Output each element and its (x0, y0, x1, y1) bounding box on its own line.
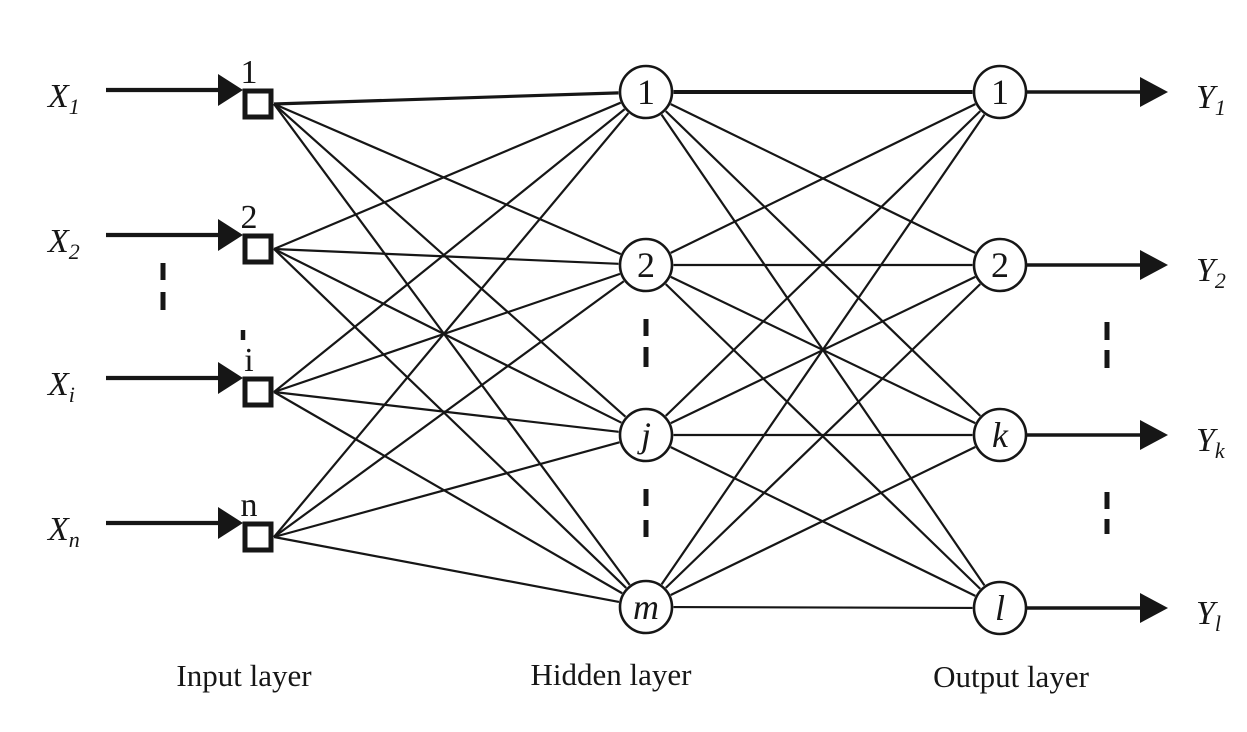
connection-input-hidden (273, 272, 621, 394)
output-signal-label: Y1 (1196, 79, 1226, 120)
output-node-group: 2 Y2 (972, 237, 1226, 293)
connection-input-hidden (273, 108, 626, 393)
output-node-circle (972, 64, 1028, 120)
output-node-group: l Yl (972, 580, 1221, 636)
input-node-square (242, 376, 274, 408)
input-signal-label: X2 (46, 223, 80, 264)
hidden-node-circle (618, 64, 674, 120)
connection-input-hidden (273, 441, 620, 539)
connection-input-hidden (273, 535, 620, 603)
output-layer: 1 Y1 2 Y2 k Yk l Yl (972, 64, 1226, 636)
output-node-label: 1 (991, 72, 1009, 112)
connection-input-hidden (273, 248, 622, 424)
input-signal-label: Xn (46, 511, 80, 552)
input-node-group: 1X1 (46, 54, 274, 120)
output-node-circle (972, 407, 1028, 463)
input-node-group: nXn (46, 487, 274, 553)
hidden-node-circle (618, 237, 674, 293)
connection-input-hidden (273, 248, 627, 589)
connection-input-hidden (273, 102, 622, 256)
input-node-square (242, 521, 274, 553)
connection-hidden-output (670, 103, 976, 254)
input-node-square (242, 88, 274, 120)
output-node-circle (972, 580, 1028, 636)
connections-hidden-output (660, 90, 986, 610)
input-node-label: 1 (241, 54, 258, 91)
output-node-group: 1 Y1 (972, 64, 1226, 120)
hidden-node-group: 2 (618, 237, 674, 293)
output-arrowhead-icon (1140, 250, 1168, 280)
hidden-node-group: 1 (618, 64, 674, 120)
output-signal-label: Yl (1196, 595, 1221, 636)
output-node-group: k Yk (972, 407, 1226, 463)
connection-input-hidden (273, 91, 619, 106)
connection-input-hidden (273, 103, 627, 418)
output-node-label: l (995, 588, 1005, 628)
connection-hidden-output (673, 605, 973, 610)
hidden-node-circle (618, 579, 674, 635)
input-node-label: 2 (241, 199, 258, 236)
output-node-label: k (992, 415, 1009, 455)
input-signal-label: X1 (46, 78, 80, 119)
output-node-label: 2 (991, 245, 1009, 285)
output-node-circle (972, 237, 1028, 293)
input-arrowhead-icon (218, 219, 243, 251)
layer-captions: Input layer Hidden layer Output layer (176, 657, 1089, 694)
connection-input-hidden (273, 112, 630, 538)
hidden-layer-caption: Hidden layer (531, 657, 693, 692)
input-node-square (242, 233, 274, 265)
input-arrowhead-icon (218, 507, 243, 539)
output-signal-label: Y2 (1196, 252, 1226, 293)
ellipsis-dashes (160, 263, 1110, 537)
output-arrowhead-icon (1140, 420, 1168, 450)
connection-input-hidden (273, 280, 625, 538)
output-arrowhead-icon (1140, 593, 1168, 623)
connections-input-hidden (273, 91, 631, 603)
input-node-group: 2X2 (46, 199, 274, 265)
connection-input-hidden (273, 391, 623, 595)
output-signal-label: Yk (1196, 422, 1226, 463)
hidden-node-label: j (637, 415, 651, 455)
connection-input-hidden (273, 103, 631, 586)
hidden-node-label: 1 (637, 72, 655, 112)
input-node-group: iXi (46, 342, 274, 408)
hidden-layer: 1 2 j m (618, 64, 674, 635)
connection-hidden-output (664, 110, 982, 417)
hidden-node-group: j (618, 407, 674, 463)
input-arrowhead-icon (218, 74, 243, 106)
hidden-node-label: 2 (637, 245, 655, 285)
input-layer-caption: Input layer (176, 658, 312, 693)
input-arrowhead-icon (218, 362, 243, 394)
hidden-node-label: m (633, 587, 659, 627)
input-layer: 1X1 2X2 iXi nXn (46, 54, 274, 553)
connection-hidden-output (665, 283, 981, 589)
connection-hidden-output (660, 114, 986, 585)
hidden-node-group: m (618, 579, 674, 635)
output-layer-caption: Output layer (933, 659, 1089, 694)
connection-input-hidden (273, 247, 619, 265)
input-node-label: i (244, 342, 253, 379)
input-node-label: n (241, 487, 258, 524)
connection-input-hidden (273, 101, 622, 251)
hidden-node-circle (618, 407, 674, 463)
connection-hidden-output (670, 446, 976, 596)
output-arrowhead-icon (1140, 77, 1168, 107)
input-signal-label: Xi (46, 366, 75, 407)
